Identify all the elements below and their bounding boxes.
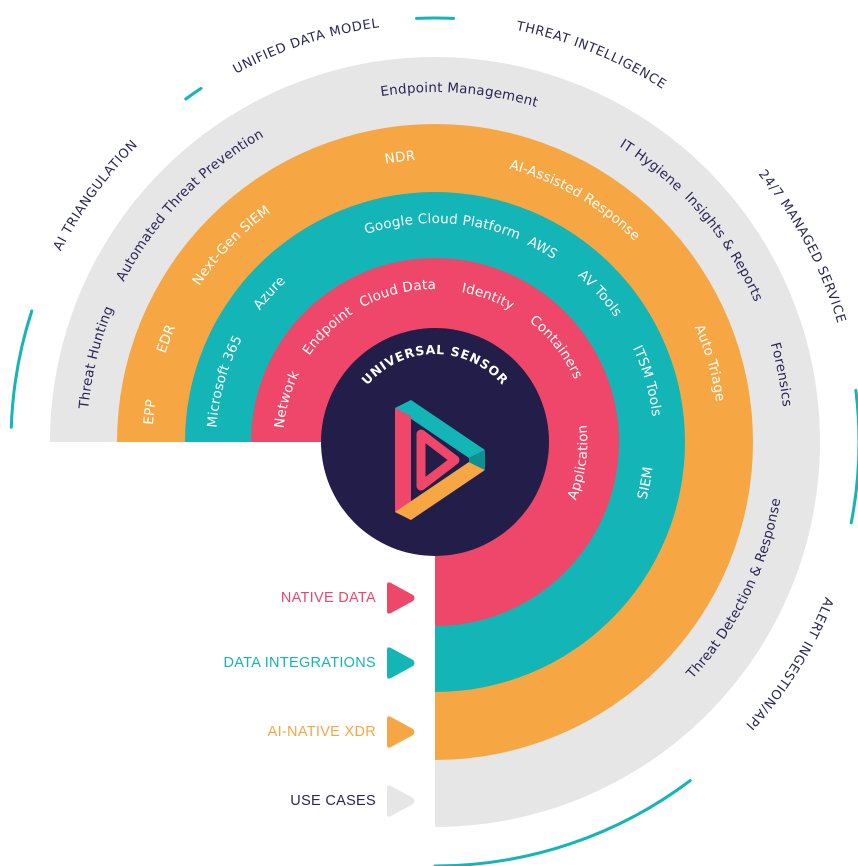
outer-ring-line-segment	[433, 779, 692, 866]
legend-label: USE CASES	[290, 793, 376, 809]
use-cases-arrow-icon	[387, 785, 415, 817]
legend-label: NATIVE DATA	[280, 590, 376, 606]
logo-left-bar	[395, 408, 411, 520]
logo-inner-triangle	[416, 429, 460, 491]
arrow-shape	[387, 716, 415, 748]
legend-item-data-integrations: DATA INTEGRATIONS	[223, 646, 416, 680]
arrow-shape	[387, 785, 415, 817]
native-data-arrow-icon	[387, 582, 415, 614]
legend-item-ai-native-xdr: AI-NATIVE XDR	[268, 715, 416, 749]
outer-ring-line-segment	[9, 309, 34, 429]
impossible-triangle-play-icon	[395, 400, 485, 520]
legend-label: AI-NATIVE XDR	[267, 724, 376, 740]
logo-top-bar	[395, 400, 485, 458]
outer-ring-line-segment	[184, 86, 203, 101]
legend-item-use-cases: USE CASES	[290, 784, 416, 818]
logo-tip	[469, 450, 485, 470]
xdr-label-epp: EPP	[141, 398, 160, 425]
legend-label: DATA INTEGRATIONS	[223, 655, 376, 671]
arrow-shape	[387, 647, 415, 679]
ai-native-xdr-arrow-icon	[387, 716, 415, 748]
universal-sensor-core: UNIVERSAL SENSOR	[321, 328, 549, 556]
legend-item-native-data: NATIVE DATA	[281, 581, 416, 615]
arrow-shape	[387, 582, 415, 614]
outer-ring-line-segment	[849, 388, 858, 525]
data-integrations-arrow-icon	[387, 647, 415, 679]
xdr-label-ndr: NDR	[384, 148, 416, 168]
logo-bottom-bar	[395, 462, 485, 520]
